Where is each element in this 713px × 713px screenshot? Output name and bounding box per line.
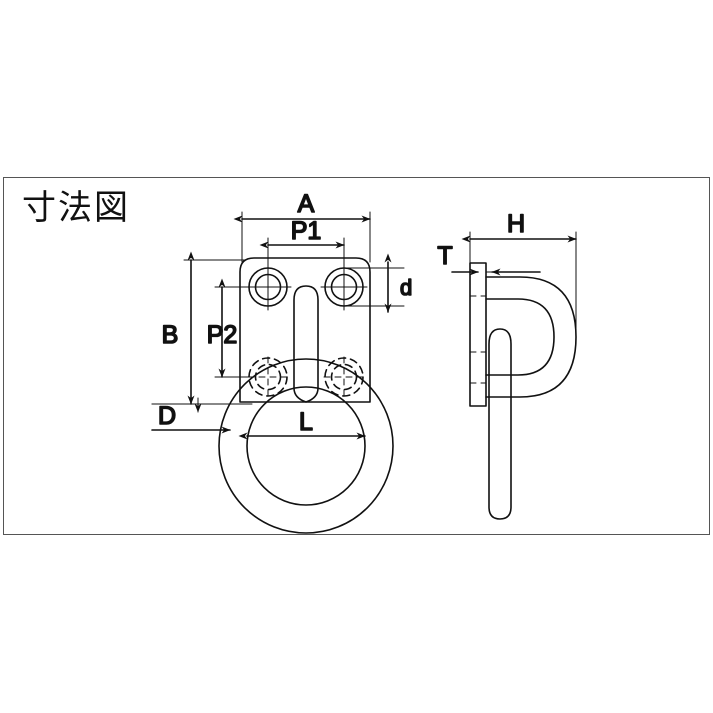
- side-view-plate: [469, 262, 487, 407]
- dimension-A: [233, 211, 371, 263]
- dimension-P2: [214, 278, 253, 378]
- dimension-label-T: T: [437, 242, 452, 270]
- dimension-label-A: A: [298, 190, 315, 218]
- front-view-ring: [218, 358, 394, 534]
- dimension-label-L: L: [299, 408, 313, 436]
- bolt-hole-bottom-right: [323, 356, 365, 398]
- dimension-d: [343, 253, 405, 313]
- dimension-D: [151, 397, 253, 434]
- dimension-P1: [259, 237, 345, 291]
- dimension-label-P1: P1: [291, 217, 322, 245]
- dimension-label-B: B: [162, 321, 179, 349]
- dimension-H: [461, 231, 577, 346]
- dimension-label-P2: P2: [207, 321, 238, 349]
- front-view-plate: [239, 257, 371, 403]
- page-title: 寸法図: [22, 188, 130, 228]
- dimension-label-d: d: [400, 275, 412, 300]
- side-view-ring: [485, 276, 577, 398]
- side-view-pin: [488, 328, 512, 520]
- dimension-label-D: D: [158, 402, 176, 430]
- dimension-label-H: H: [507, 210, 525, 238]
